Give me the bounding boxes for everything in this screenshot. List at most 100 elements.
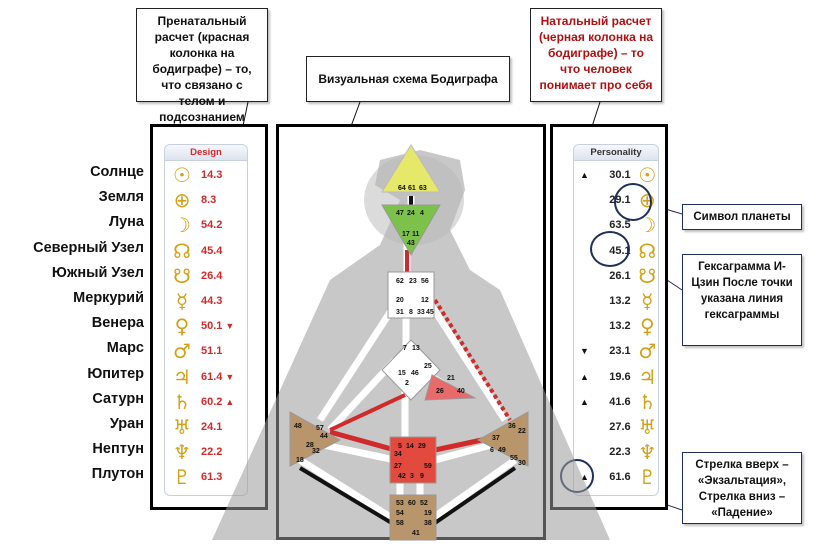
root-center xyxy=(389,494,437,541)
design-gate-value: 44.3 xyxy=(201,295,223,307)
planet-glyph-icon: ♂ xyxy=(173,339,191,364)
design-row: ♃61.4▼ xyxy=(171,365,234,389)
design-row: ☿ 44.3 xyxy=(171,289,223,313)
design-row: ♇61.3 xyxy=(171,465,222,489)
planet-glyph-icon: ♃ xyxy=(173,364,191,389)
personality-row: ▲41.6♄ xyxy=(580,390,658,414)
natal-callout: Натальный расчет (черная колонка на боди… xyxy=(530,8,662,102)
svg-text:49: 49 xyxy=(498,447,506,454)
prenatal-callout: Пренатальный расчет (красная колонка на … xyxy=(136,8,268,124)
spleen-center xyxy=(289,411,342,467)
svg-text:46: 46 xyxy=(411,370,419,377)
svg-text:5: 5 xyxy=(398,443,402,450)
svg-text:47: 47 xyxy=(396,210,404,217)
exaltation-arrow-icon: ▲ xyxy=(225,396,235,407)
throat-center xyxy=(387,271,435,319)
svg-text:18: 18 xyxy=(296,457,304,464)
exaltation-arrow-icon: ▲ xyxy=(580,371,589,382)
personality-gate-value: 13.2 xyxy=(609,320,631,333)
design-row: ♀50.1▼ xyxy=(171,314,235,338)
planet-glyph-icon: ♅ xyxy=(173,415,191,439)
svg-text:52: 52 xyxy=(420,500,428,507)
planet-name: Нептун xyxy=(92,441,144,458)
personality-row: 27.6♅ xyxy=(580,415,658,439)
planet-name: Солнце xyxy=(90,164,144,180)
personality-gate-value: 19.6 xyxy=(609,370,631,383)
svg-text:8: 8 xyxy=(409,309,413,316)
sacral-center xyxy=(389,436,437,484)
svg-text:41: 41 xyxy=(412,530,420,537)
design-row: ☉14.3 xyxy=(171,163,222,187)
planet-glyph-icon: ♂ xyxy=(638,339,657,364)
detriment-arrow-icon: ▼ xyxy=(580,346,589,357)
planet-glyph-icon: ☊ xyxy=(173,238,191,263)
design-gate-value: 26.4 xyxy=(201,269,223,282)
personality-gate-value: 22.3 xyxy=(609,446,631,459)
design-gate-value: 61.4 xyxy=(201,370,223,383)
symbol-callout: Символ планеты xyxy=(682,204,802,230)
arrows-callout: Стрелка вверх – «Экзальтация», Стрелка в… xyxy=(682,452,802,524)
personality-row: ▲61.6♇ xyxy=(580,465,658,489)
svg-text:22: 22 xyxy=(518,428,526,435)
svg-text:45: 45 xyxy=(426,309,434,316)
svg-text:59: 59 xyxy=(424,463,432,470)
svg-text:33: 33 xyxy=(417,309,425,316)
design-gate-value: 60.2 xyxy=(201,395,223,408)
personality-gate-value: 61.6 xyxy=(609,471,631,484)
design-gate-value: 22.2 xyxy=(201,446,223,459)
svg-text:13: 13 xyxy=(412,345,420,352)
schema-callout: Визуальная схема Бодиграфа xyxy=(306,56,510,102)
personality-row: ▲ 30.1 ☉ xyxy=(580,163,658,187)
planet-glyph-icon: ♃ xyxy=(638,364,657,389)
svg-text:57: 57 xyxy=(316,425,324,432)
svg-text:6: 6 xyxy=(490,447,494,454)
esp-center xyxy=(476,411,529,467)
svg-text:12: 12 xyxy=(421,297,429,304)
planet-glyph-icon: ☿ xyxy=(641,289,654,313)
svg-text:4: 4 xyxy=(420,210,424,217)
personality-gate-value: 41.6 xyxy=(609,395,631,408)
planet-name: Плутон xyxy=(91,466,144,483)
planet-glyph-icon: ☽ xyxy=(173,213,191,238)
planet-glyph-icon: ☉ xyxy=(173,163,191,187)
svg-text:34: 34 xyxy=(394,451,402,458)
svg-text:27: 27 xyxy=(394,463,402,470)
svg-text:43: 43 xyxy=(407,240,415,247)
svg-text:37: 37 xyxy=(492,435,500,442)
design-row: ♅ 24.1 xyxy=(171,415,222,439)
svg-text:29: 29 xyxy=(418,443,426,450)
detriment-arrow-icon: ▼ xyxy=(225,321,235,332)
planet-name: Венера xyxy=(91,315,144,332)
personality-panel-title: Personality xyxy=(574,145,658,161)
exaltation-arrow-icon: ▲ xyxy=(580,396,589,407)
planet-glyph-icon: ♇ xyxy=(638,465,657,490)
planet-name: Юпитер xyxy=(87,365,144,382)
planet-glyph-icon: ☉ xyxy=(638,163,657,187)
design-gate-value: 61.3 xyxy=(201,471,223,484)
svg-text:40: 40 xyxy=(457,388,465,395)
personality-row: 22.3♆ xyxy=(580,440,658,464)
head-center xyxy=(381,144,441,193)
hexagram-highlight-circle xyxy=(590,231,630,267)
planet-name: Южный Узел xyxy=(51,264,144,281)
svg-text:17: 17 xyxy=(402,231,410,238)
svg-text:32: 32 xyxy=(312,448,320,455)
planet-glyph-icon: ⊕ xyxy=(173,188,191,213)
svg-text:28: 28 xyxy=(306,442,314,449)
svg-text:26: 26 xyxy=(436,388,444,395)
planet-name: Северный Узел xyxy=(33,239,144,256)
design-gate-value: 24.1 xyxy=(201,421,223,433)
svg-text:38: 38 xyxy=(424,520,432,527)
planet-name: Луна xyxy=(108,214,144,231)
svg-text:58: 58 xyxy=(396,520,404,527)
svg-text:21: 21 xyxy=(447,375,455,382)
personality-gate-value: 30.1 xyxy=(609,169,631,181)
personality-row: 13.2♀ xyxy=(580,314,658,338)
svg-text:9: 9 xyxy=(420,473,424,480)
svg-text:30: 30 xyxy=(518,460,526,467)
exaltation-arrow-icon: ▲ xyxy=(580,170,589,180)
personality-row: ▲ 19.6 ♃ xyxy=(580,365,658,389)
planet-glyph-icon: ☿ xyxy=(175,289,189,313)
svg-text:42: 42 xyxy=(398,473,406,480)
